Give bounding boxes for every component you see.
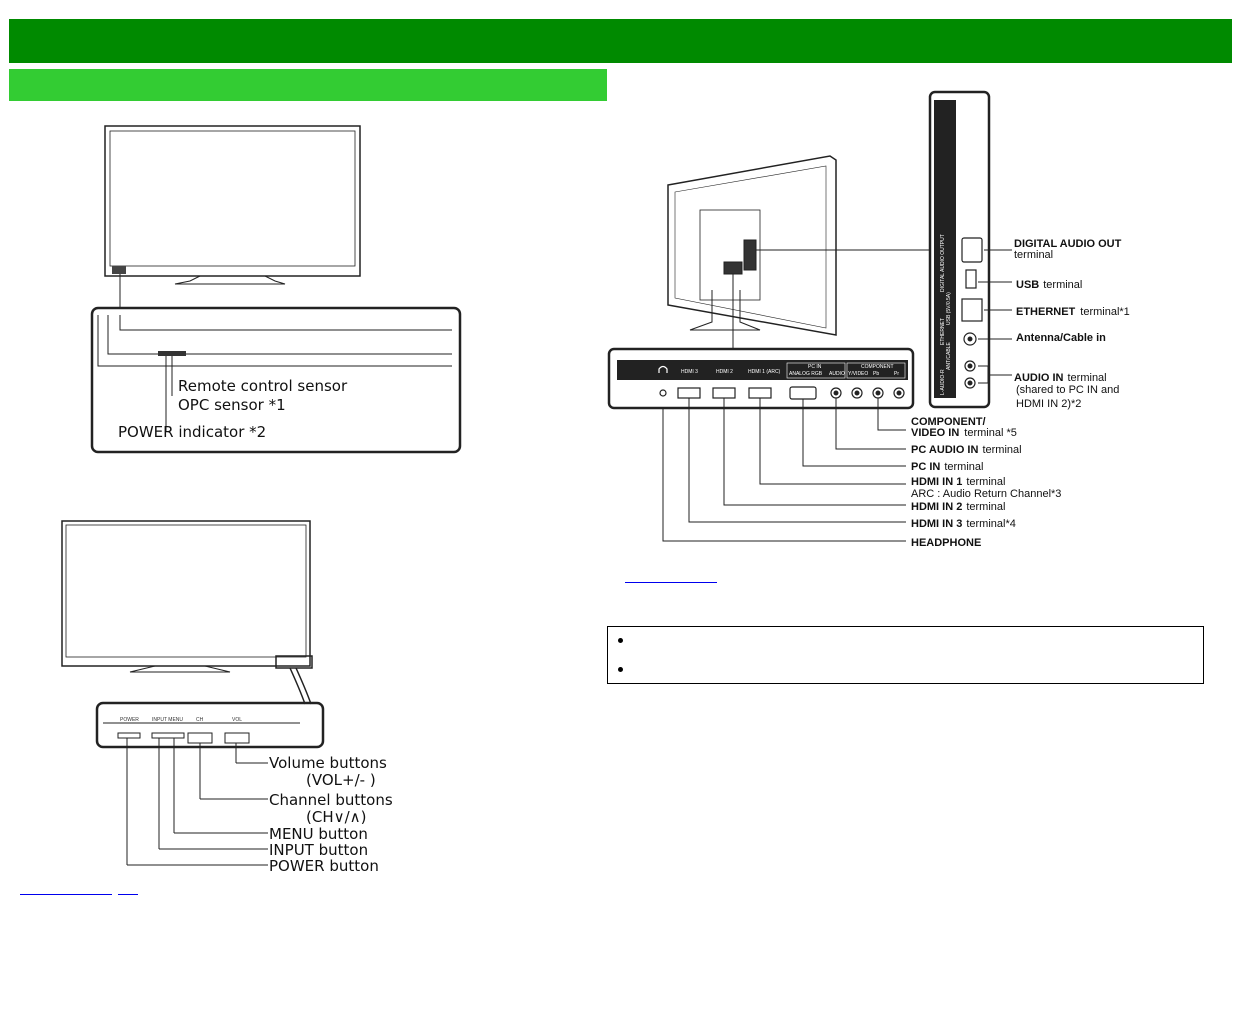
panel-text-pcin: PC IN xyxy=(808,364,822,370)
panel-text-component: COMPONENT xyxy=(861,364,894,370)
antenna-label: Antenna/Cable in xyxy=(1016,332,1106,344)
power-button-label: POWER button xyxy=(269,857,379,875)
panel-text-audio: AUDIO xyxy=(829,371,845,377)
side-text-antcable: ANT/CABLE xyxy=(946,342,952,370)
side-panel-ch-text: CH xyxy=(196,717,204,723)
section-header-bar xyxy=(9,69,607,101)
panel-text-hdmi1: HDMI 1 (ARC) xyxy=(748,369,781,375)
audio-in-sub2: HDMI IN 2)*2 xyxy=(1016,398,1081,410)
component-label: COMPONENT/ xyxy=(911,416,986,428)
note-box xyxy=(607,626,1204,684)
side-panel-vol-text: VOL xyxy=(232,717,242,723)
digital-audio-out-sub: terminal xyxy=(1014,249,1053,261)
volume-buttons-label: Volume buttons xyxy=(269,754,387,772)
panel-text-pb: Pb xyxy=(873,371,879,377)
arc-label: ARC : Audio Return Channel*3 xyxy=(911,488,1061,500)
side-terminal-panel xyxy=(928,90,1012,409)
headphone-label: HEADPHONE xyxy=(911,537,981,549)
footnote-link-left-2[interactable] xyxy=(118,894,138,895)
footnote-link-left[interactable] xyxy=(20,894,112,895)
channel-buttons-sub: (CH∨/∧) xyxy=(306,808,366,826)
panel-text-hdmi2: HDMI 2 xyxy=(716,369,733,375)
panel-text-hdmi3: HDMI 3 xyxy=(681,369,698,375)
panel-text-yvideo: Y/VIDEO xyxy=(848,371,868,377)
front-panel-zoom xyxy=(90,306,462,454)
headphone-icon xyxy=(658,365,668,373)
audio-in-sub1: (shared to PC IN and xyxy=(1016,384,1119,396)
side-text-digital: DIGITAL AUDIO OUTPUT xyxy=(940,234,946,292)
side-panel-zoom xyxy=(95,701,325,866)
side-text-usb: USB (5V/0.5A) xyxy=(946,292,952,325)
digital-audio-out-label: DIGITAL AUDIO OUT xyxy=(1014,238,1122,250)
volume-buttons-sub: (VOL+/- ) xyxy=(306,771,376,789)
side-text-audio: L-AUDIO-R xyxy=(940,369,946,395)
power-indicator-label: POWER indicator *2 xyxy=(118,423,266,441)
opc-sensor-label: OPC sensor *1 xyxy=(178,396,286,414)
input-button-label: INPUT button xyxy=(269,841,368,859)
channel-buttons-label: Channel buttons xyxy=(269,791,393,809)
side-panel-power-text: POWER xyxy=(120,717,139,723)
footnote-link-right[interactable] xyxy=(625,582,717,583)
panel-text-pr: Pr xyxy=(894,371,899,377)
bottom-terminal-panel xyxy=(607,347,915,542)
side-panel-input-text: INPUT MENU xyxy=(152,717,183,723)
rear-tv-diagram xyxy=(667,155,930,349)
page-header-bar xyxy=(9,19,1232,63)
panel-text-analog: ANALOG RGB xyxy=(789,371,823,377)
side-text-ethernet: ETHERNET xyxy=(940,318,946,345)
front-tv-diagram xyxy=(104,125,361,308)
menu-button-label: MENU button xyxy=(269,825,368,843)
side-tv-diagram xyxy=(61,520,313,705)
remote-sensor-label: Remote control sensor xyxy=(178,377,348,395)
note-bullet xyxy=(618,638,623,643)
note-bullet xyxy=(618,667,623,672)
